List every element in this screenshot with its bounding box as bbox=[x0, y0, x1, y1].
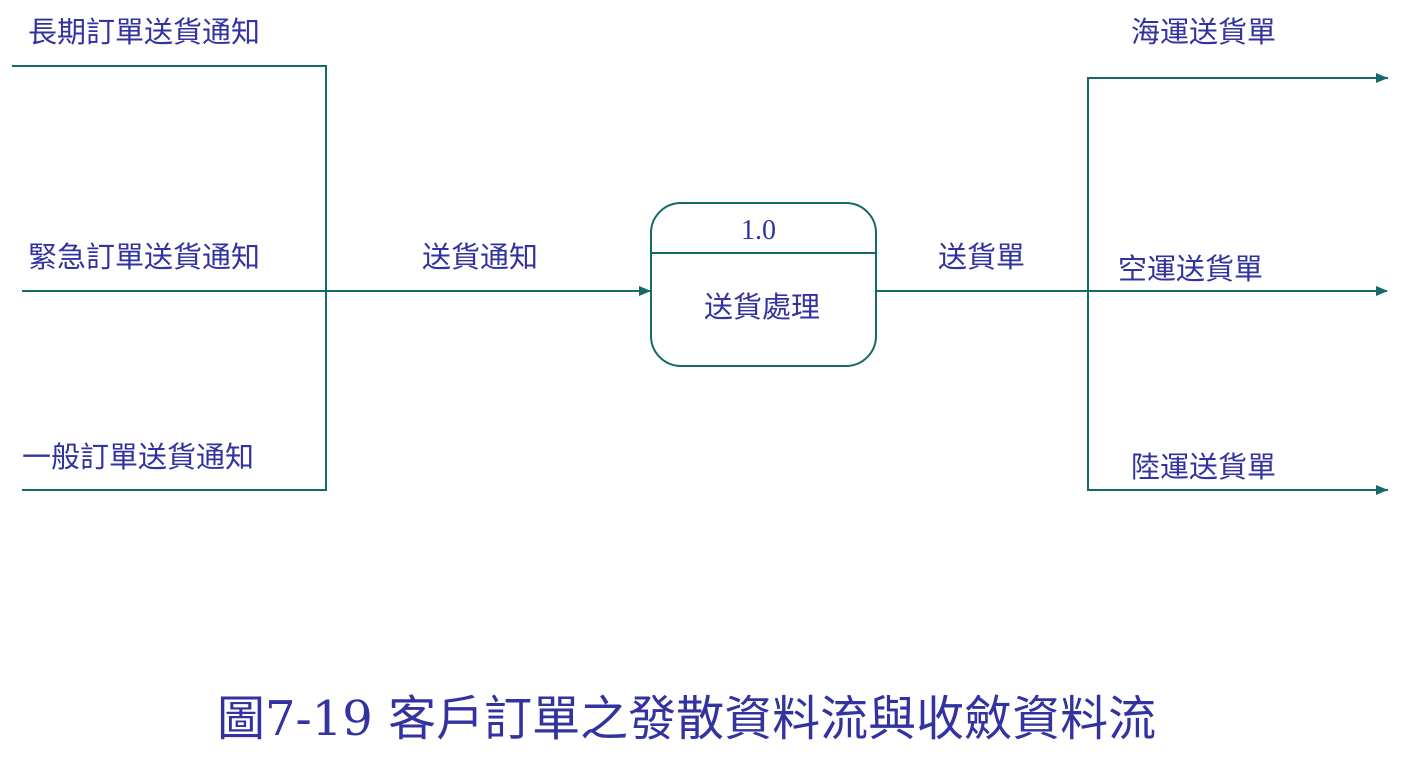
merged-output-label: 送貨單 bbox=[938, 240, 1026, 274]
output-label-land: 陸運送貨單 bbox=[1131, 450, 1277, 484]
figure-caption: 圖7-19 客戶訂單之發散資料流與收斂資料流 bbox=[217, 691, 1157, 747]
output-label-sea: 海運送貨單 bbox=[1131, 15, 1277, 49]
merged-input-label: 送貨通知 bbox=[422, 240, 539, 274]
process-id: 1.0 bbox=[741, 215, 776, 246]
input-flow-line-general bbox=[22, 291, 327, 491]
input-flow-line-long-term bbox=[12, 65, 327, 291]
process-name: 送貨處理 bbox=[704, 290, 821, 324]
input-label-general: 一般訂單送貨通知 bbox=[22, 440, 255, 474]
input-label-urgent: 緊急訂單送貨通知 bbox=[28, 240, 261, 274]
output-label-air: 空運送貨單 bbox=[1118, 252, 1264, 286]
output-flow-branch bbox=[1087, 77, 1388, 491]
input-label-long-term: 長期訂單送貨通知 bbox=[28, 15, 261, 49]
process-box bbox=[650, 202, 877, 367]
